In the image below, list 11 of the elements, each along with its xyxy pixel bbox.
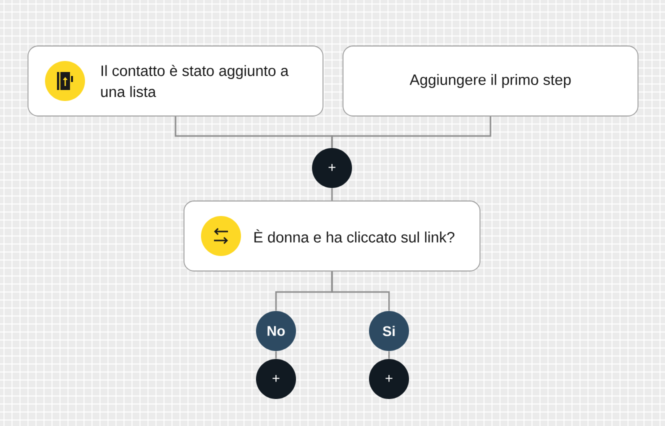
- connector-line: [275, 351, 277, 359]
- step-card: Aggiungere il primo step: [342, 46, 638, 116]
- connector-line: [331, 271, 390, 311]
- connector-line: [388, 351, 390, 359]
- connector-line: [331, 188, 333, 201]
- add-button: +: [312, 148, 352, 188]
- condition-card: È donna e ha cliccato sul link?: [184, 200, 480, 272]
- connector-line: [331, 116, 492, 148]
- add-button: +: [256, 359, 296, 399]
- add-button: +: [369, 359, 409, 399]
- step-card: Il contatto è stato aggiunto a una lista: [28, 46, 324, 116]
